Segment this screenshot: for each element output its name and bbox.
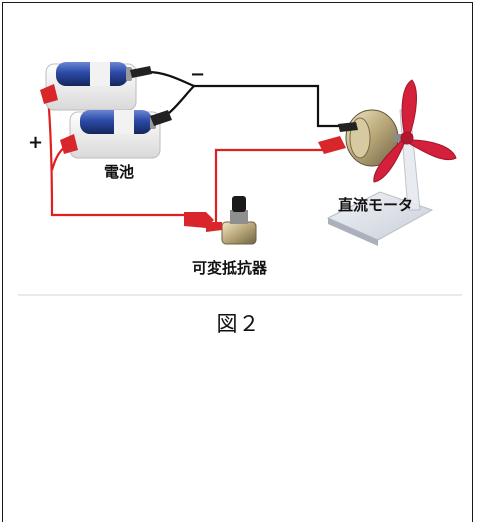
figure-caption: 図２ [216,312,261,336]
dc-motor-icon [318,109,406,167]
alligator-clip-icon [40,66,152,104]
minus-label: − [190,64,205,85]
motor-label: 直流モータ [338,196,413,214]
battery-icon [69,110,161,159]
resistor-label: 可変抵抗器 [192,259,268,277]
black-wires [147,70,352,128]
variable-resistor-icon [184,196,257,245]
propeller-icon [373,79,457,183]
plus-label: + [28,132,43,153]
battery-label: 電池 [104,163,134,181]
battery-icon [45,62,137,111]
alligator-clip-icon [60,110,172,154]
circuit-diagram: − + 電池 直流モータ 可変抵抗器 [18,62,462,296]
